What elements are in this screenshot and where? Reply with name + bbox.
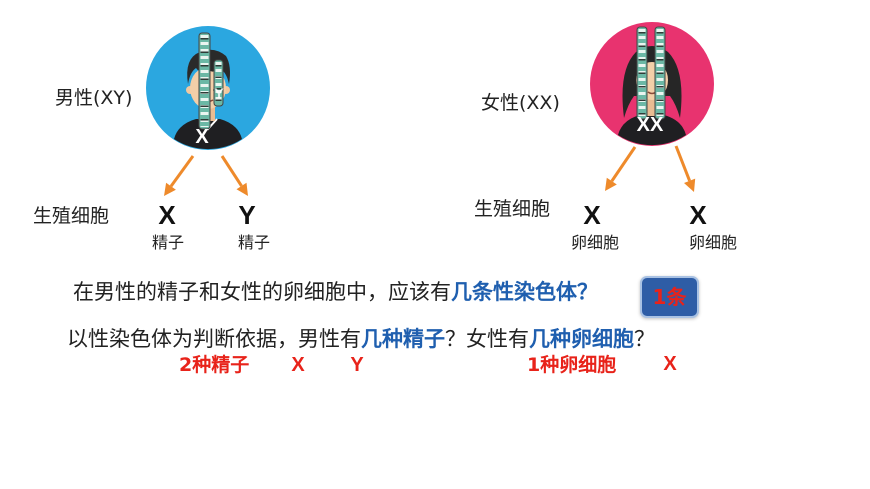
question-1-text: 在男性的精子和女性的卵细胞中，应该有 bbox=[73, 280, 451, 304]
female-to-x-arrow-icon bbox=[674, 145, 696, 192]
question-2-highlight-1: 几种精子 bbox=[361, 327, 445, 351]
female-gamete-x-2: X bbox=[689, 200, 707, 230]
girl-avatar-icon bbox=[590, 22, 714, 146]
male-gamete-x-name: 精子 bbox=[151, 233, 185, 252]
answer-female-type-x: X bbox=[663, 353, 677, 375]
question-1-highlight: 几条性染色体？ bbox=[451, 280, 598, 304]
male-y-chromosome-icon bbox=[213, 59, 224, 107]
question-1-answer-box: 1条 bbox=[640, 276, 699, 318]
female-gamete-x-1-name: 卵细胞 bbox=[570, 233, 620, 252]
female-x-chromosome-icon bbox=[636, 26, 648, 120]
question-1: 在男性的精子和女性的卵细胞中，应该有几条性染色体？ bbox=[73, 282, 598, 303]
question-2-text-3: ？ bbox=[634, 327, 655, 351]
male-gamete-row-label: 生殖细胞 bbox=[33, 205, 110, 227]
male-avatar-y-label: Y bbox=[214, 85, 224, 101]
male-shirt bbox=[174, 119, 242, 150]
answer-male-type-x: X bbox=[291, 354, 305, 376]
male-gamete-y: Y bbox=[238, 200, 256, 230]
female-label: 女性(XX) bbox=[481, 92, 560, 114]
female-shirt bbox=[618, 115, 686, 146]
question-2: 以性染色体为判断依据，男性有几种精子？女性有几种卵细胞？ bbox=[67, 329, 655, 350]
male-gamete-y-name: 精子 bbox=[237, 233, 271, 252]
boy-avatar-icon bbox=[146, 26, 270, 150]
question-2-text-2: ？女性有 bbox=[445, 327, 529, 351]
question-2-text-1: 以性染色体为判断依据，男性有 bbox=[67, 327, 361, 351]
female-avatar-xx-label: XX bbox=[636, 114, 664, 136]
male-to-y-arrow-icon bbox=[220, 155, 248, 196]
female-gamete-x-2-name: 卵细胞 bbox=[688, 233, 738, 252]
answer-male-type-y: Y bbox=[350, 354, 364, 376]
male-x-chromosome-icon bbox=[198, 32, 211, 130]
female-to-x-arrow-icon bbox=[605, 146, 637, 191]
answer-male-count: 2种精子 bbox=[179, 354, 250, 376]
female-x-chromosome-icon bbox=[654, 26, 666, 120]
female-gamete-x-1: X bbox=[583, 200, 601, 230]
answer-female-count: 1种卵细胞 bbox=[527, 354, 617, 376]
question-2-highlight-2: 几种卵细胞 bbox=[529, 327, 634, 351]
male-gamete-x: X bbox=[158, 200, 176, 230]
question-1-answer: 1条 bbox=[652, 285, 687, 309]
male-to-x-arrow-icon bbox=[164, 155, 195, 196]
female-gamete-row-label: 生殖细胞 bbox=[474, 198, 551, 220]
male-avatar-x-label: X bbox=[195, 126, 209, 148]
male-label: 男性(XY) bbox=[55, 87, 133, 109]
